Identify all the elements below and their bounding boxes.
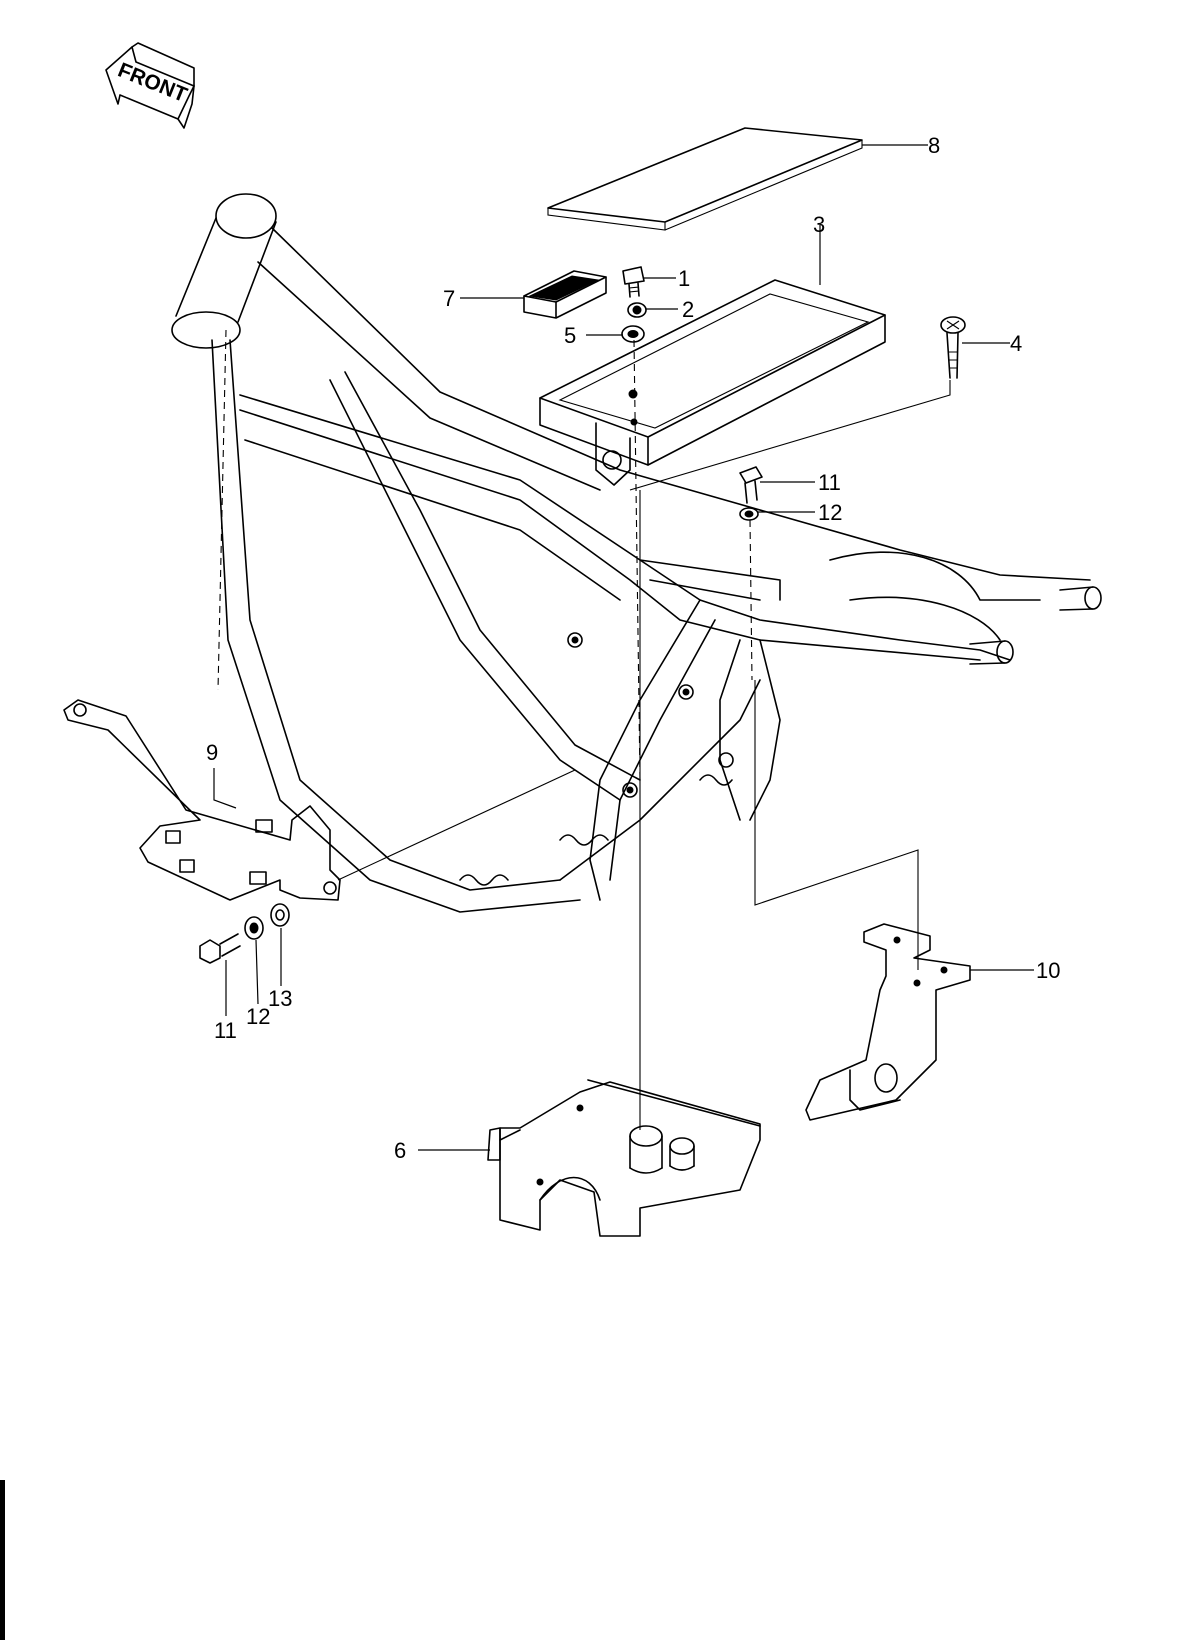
callout-8: 8 xyxy=(928,133,940,158)
front-label: FRONT xyxy=(115,59,191,107)
part-1-bolt xyxy=(622,266,645,298)
callout-1: 1 xyxy=(678,266,690,291)
part-12-washer-lower xyxy=(244,916,264,940)
part-11-bolt-upper xyxy=(739,466,763,504)
part-8-rubber-pad xyxy=(547,127,863,231)
callout-6: 6 xyxy=(394,1138,406,1163)
part-6-battery-holder xyxy=(487,1079,761,1237)
part-5-washer xyxy=(621,325,645,343)
callout-10: 10 xyxy=(1036,958,1060,983)
part-2-nut xyxy=(627,302,647,318)
part-7-spacer-block xyxy=(523,270,607,319)
callout-12-upper: 12 xyxy=(818,500,842,525)
motorcycle-frame xyxy=(171,193,1102,913)
part-11-bolt-lower xyxy=(199,933,241,964)
callout-9: 9 xyxy=(206,740,218,765)
part-12-washer-upper xyxy=(739,507,759,521)
part-10-bracket xyxy=(805,923,971,1121)
part-13-washer xyxy=(270,903,290,927)
scan-edge-bar xyxy=(0,1480,5,1640)
callout-2: 2 xyxy=(682,297,694,322)
assembly-lines xyxy=(337,339,951,1130)
part-9-bracket xyxy=(63,699,341,901)
callout-11-upper: 11 xyxy=(818,470,841,495)
callout-11-lower: 11 xyxy=(214,1018,237,1043)
callout-7: 7 xyxy=(443,286,455,311)
front-arrow: FRONT xyxy=(105,42,195,129)
callout-4: 4 xyxy=(1010,331,1022,356)
leader-lines xyxy=(213,144,1034,1151)
callout-labels: 8 3 1 7 2 5 4 11 12 9 10 6 11 12 13 xyxy=(206,133,1060,1163)
part-4-screw xyxy=(940,316,966,379)
callout-13: 13 xyxy=(268,986,292,1011)
callout-12-lower: 12 xyxy=(246,1004,270,1029)
part-3-battery-case xyxy=(539,279,886,486)
callout-3: 3 xyxy=(813,212,825,237)
callout-5: 5 xyxy=(564,323,576,348)
